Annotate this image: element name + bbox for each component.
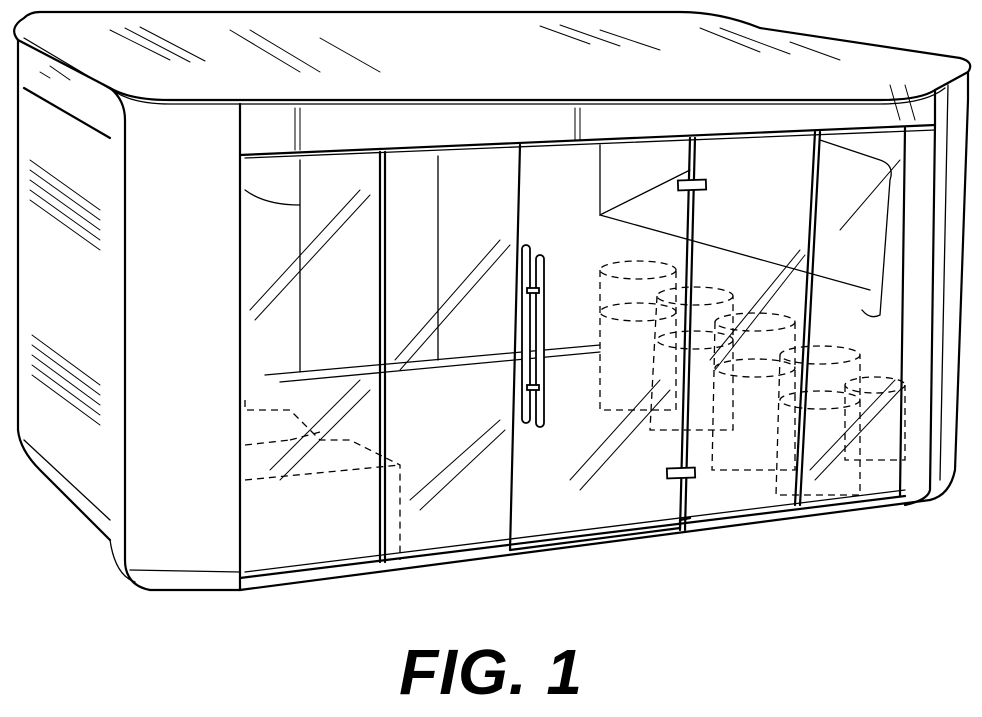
interior-back-wall	[245, 140, 891, 382]
left-side-wall	[18, 40, 110, 540]
glass-front-panels	[250, 128, 905, 562]
front-header-band	[240, 85, 935, 158]
door-handle	[522, 245, 544, 427]
roof-top-surface	[14, 12, 970, 104]
left-corner-column	[110, 88, 240, 590]
interior-table-dashed	[245, 400, 400, 560]
figure-caption: FIG. 1	[0, 640, 982, 704]
right-corner-column	[905, 72, 968, 505]
interior-stools-dashed	[600, 261, 905, 495]
